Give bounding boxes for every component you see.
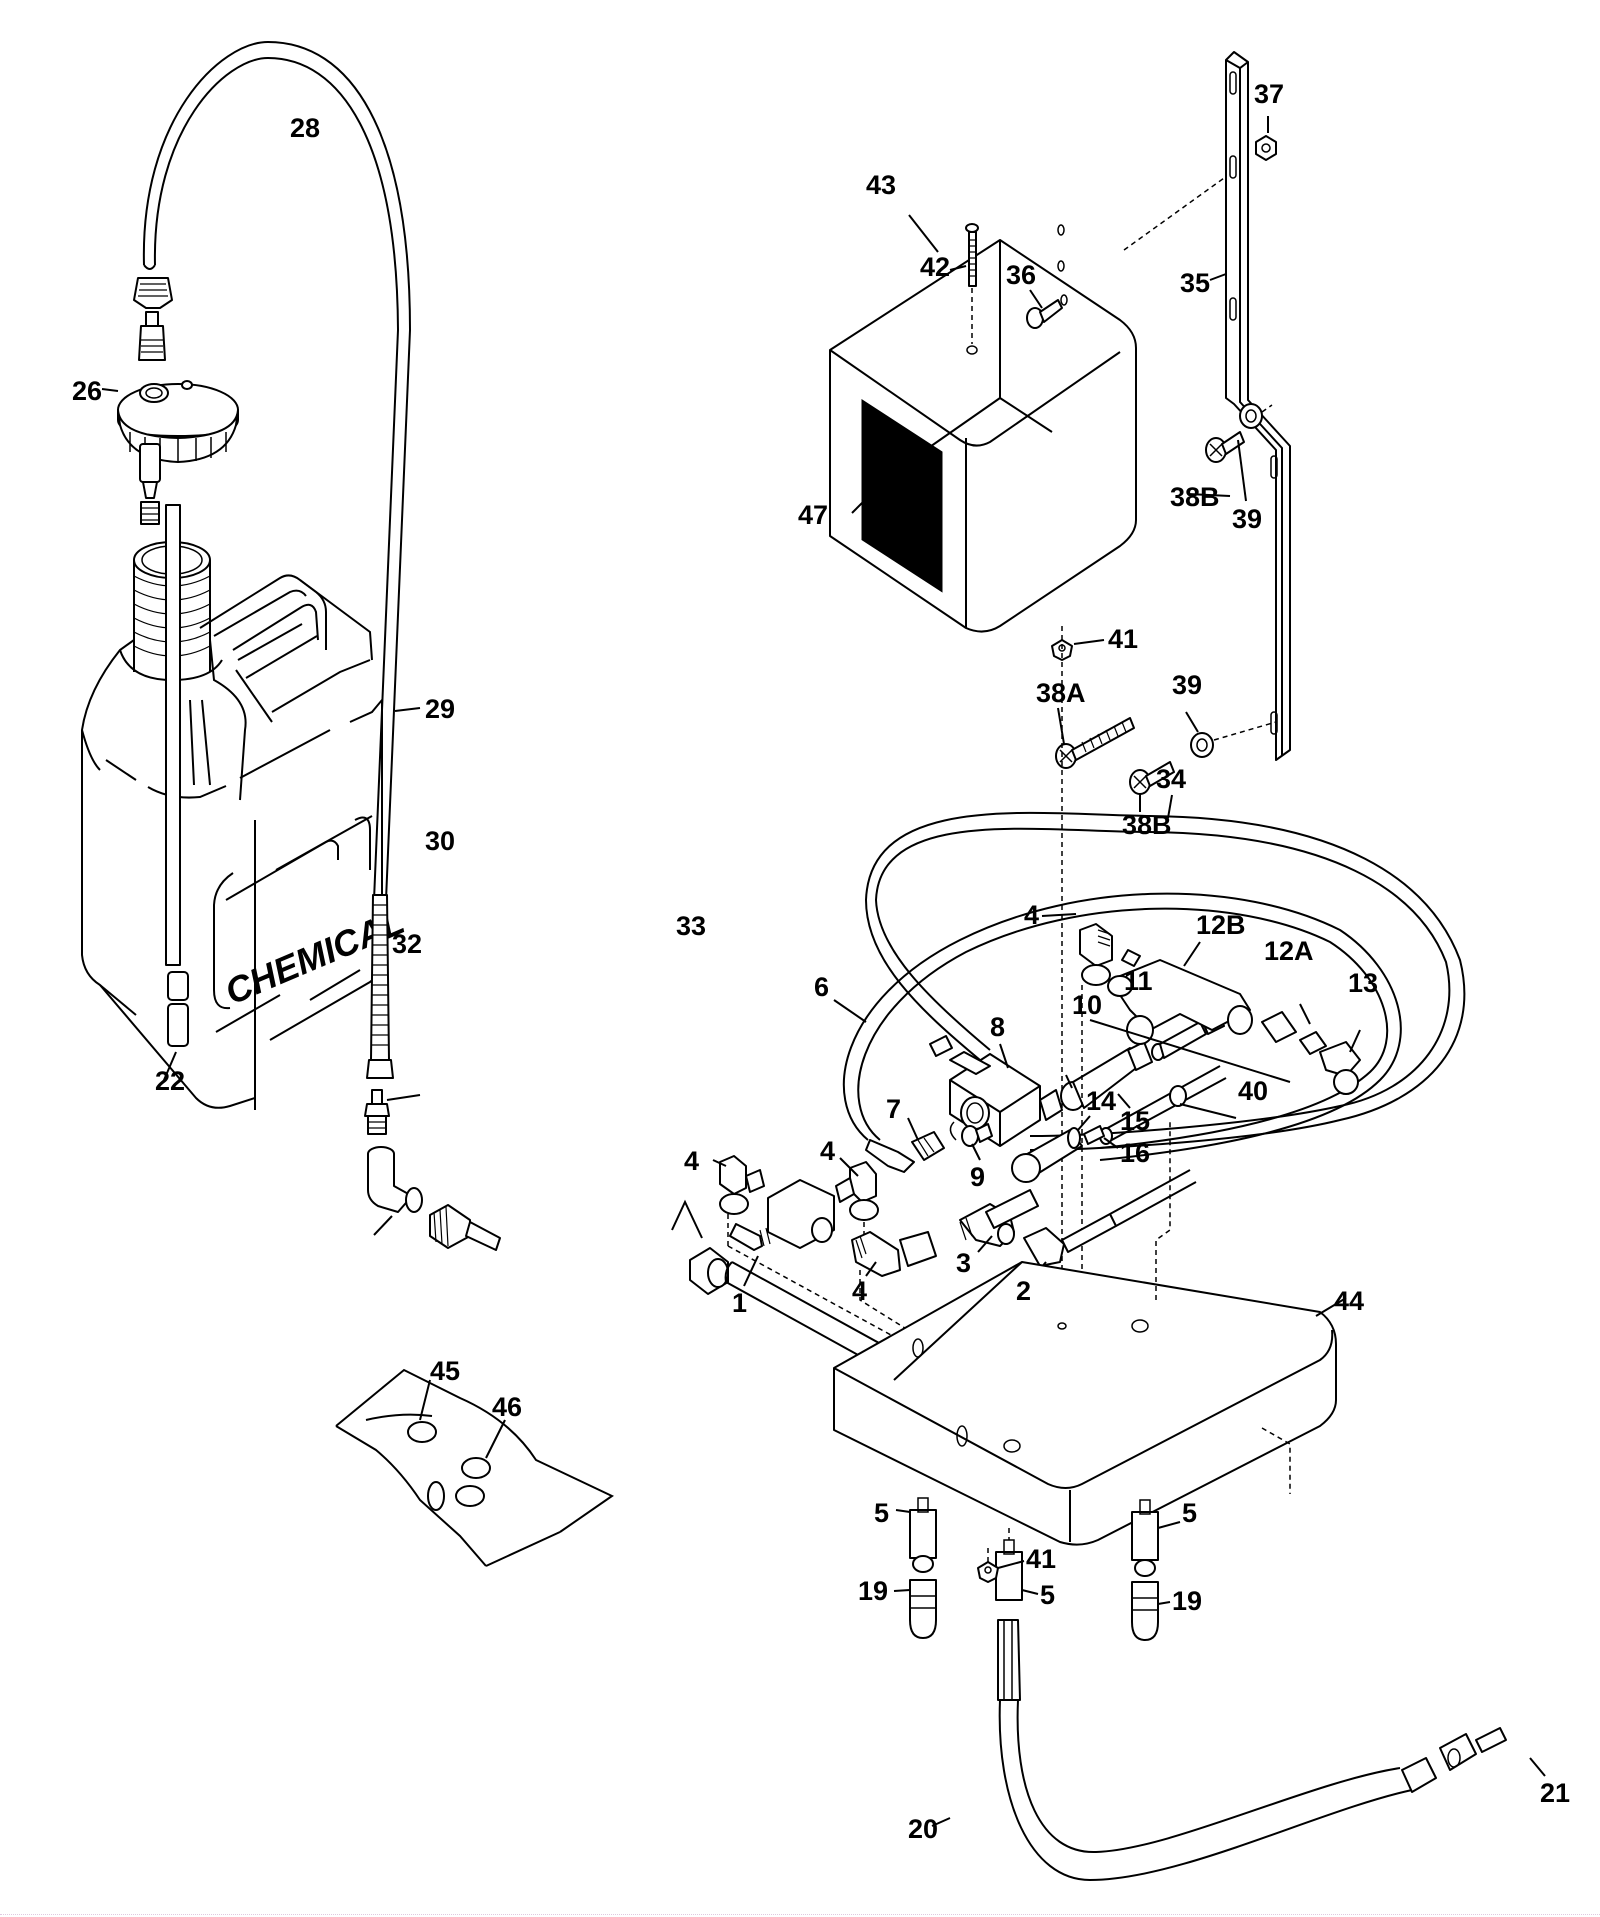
callout-40: 40 xyxy=(1238,1076,1268,1106)
callout-41-upper: 41 xyxy=(1108,624,1138,654)
callout-7: 7 xyxy=(886,1094,901,1124)
part-29-hose-end xyxy=(366,707,421,1079)
part-33-fittings xyxy=(429,1199,729,1295)
callout-15: 15 xyxy=(1120,1106,1150,1136)
box-bracket-guide xyxy=(1123,167,1239,251)
part-6-loop xyxy=(842,892,1402,1161)
callout-8: 8 xyxy=(990,1012,1005,1042)
callout-39-upper: 39 xyxy=(1232,504,1262,534)
part-41-nut-lower xyxy=(977,1548,1025,1583)
callout-1: 1 xyxy=(732,1288,747,1318)
callout-4-left: 4 xyxy=(684,1146,699,1176)
callout-12a: 12A xyxy=(1264,936,1314,966)
chemical-jug: CHEMICAL xyxy=(81,504,410,1110)
part-19-coupler-right xyxy=(1131,1559,1171,1641)
part-30-nipple xyxy=(364,1089,421,1135)
callout-45: 45 xyxy=(430,1356,460,1386)
part-15-tube xyxy=(1089,1019,1291,1145)
part-26-cap xyxy=(101,380,239,463)
callout-2: 2 xyxy=(1016,1276,1031,1306)
part-4-elbow-upper xyxy=(1041,913,1113,1330)
part-41-nut-upper xyxy=(1051,639,1105,661)
callout-4-lower: 4 xyxy=(852,1276,867,1306)
part-4-elbow-lower xyxy=(851,1231,1021,1401)
callout-6: 6 xyxy=(814,972,829,1002)
callout-43: 43 xyxy=(866,170,896,200)
callout-37: 37 xyxy=(1254,79,1284,109)
part-44-tray xyxy=(833,1120,1347,1546)
part-36-screw xyxy=(1026,224,1068,329)
callout-5-right: 5 xyxy=(1182,1498,1197,1528)
callout-21: 21 xyxy=(1540,1778,1570,1808)
part-8-manifold xyxy=(929,1035,1063,1147)
callout-42: 42 xyxy=(920,252,950,282)
callout-10: 10 xyxy=(1072,990,1102,1020)
part-19-coupler-left xyxy=(893,1555,937,1639)
part-40-clip xyxy=(1169,1085,1187,1107)
part-20-hose xyxy=(931,1619,1413,1882)
part-32-elbow xyxy=(367,1146,423,1236)
part-47-decal xyxy=(861,398,943,593)
callout-38a: 38A xyxy=(1036,678,1086,708)
part-5-standoff-left xyxy=(895,1497,937,1559)
part-16-pin xyxy=(1083,1125,1119,1149)
callout-4-upper: 4 xyxy=(1024,900,1039,930)
callout-46: 46 xyxy=(492,1392,522,1422)
callout-5-center: 5 xyxy=(1040,1580,1055,1610)
part-28-hose xyxy=(142,40,412,901)
part-38-lower-screws xyxy=(1055,707,1277,812)
part-21-plug xyxy=(1401,1727,1546,1793)
callout-16: 16 xyxy=(1120,1138,1150,1168)
callout-44: 44 xyxy=(1334,1286,1364,1316)
part-12b-tee xyxy=(1107,941,1253,1045)
callout-33: 33 xyxy=(676,911,706,941)
part-7-elbow xyxy=(865,1117,945,1173)
part-34-tube xyxy=(865,794,1466,1151)
part-4-elbow-left xyxy=(712,1155,1011,1401)
callout-9: 9 xyxy=(970,1162,985,1192)
callout-41-lower: 41 xyxy=(1026,1544,1056,1574)
part-42-screw xyxy=(949,223,979,355)
part-10-coupler xyxy=(1060,1041,1153,1111)
callout-29: 29 xyxy=(425,694,455,724)
callout-26: 26 xyxy=(72,376,102,406)
callout-13: 13 xyxy=(1348,968,1378,998)
callout-28: 28 xyxy=(290,113,320,143)
callout-38b-upper: 38B xyxy=(1170,482,1220,512)
part-35-bracket xyxy=(1209,51,1291,761)
callout-35: 35 xyxy=(1180,268,1210,298)
callout-32: 32 xyxy=(392,929,422,959)
callout-3: 3 xyxy=(956,1248,971,1278)
callout-36: 36 xyxy=(1006,260,1036,290)
callout-19-right: 19 xyxy=(1172,1586,1202,1616)
callout-19-left: 19 xyxy=(858,1576,888,1606)
callout-14: 14 xyxy=(1086,1086,1116,1116)
callout-22: 22 xyxy=(155,1066,185,1096)
part-14-coupler xyxy=(1011,1115,1091,1183)
callout-11: 11 xyxy=(1124,966,1153,996)
cap-fittings xyxy=(133,277,173,361)
callout-20: 20 xyxy=(908,1814,938,1844)
callout-47: 47 xyxy=(798,500,828,530)
callout-39-lower: 39 xyxy=(1172,670,1202,700)
callout-5-left: 5 xyxy=(874,1498,889,1528)
dip-tube-fittings xyxy=(139,443,161,525)
callout-34: 34 xyxy=(1156,764,1186,794)
part-43-box xyxy=(829,214,1137,633)
part-9-clip xyxy=(949,1121,993,1161)
part-38b-upper-screw xyxy=(1187,403,1273,502)
part-37-nut xyxy=(1255,116,1277,161)
footer-divider xyxy=(0,1914,1600,1915)
callout-4-mid: 4 xyxy=(820,1136,835,1166)
callout-30: 30 xyxy=(425,826,455,856)
parts-bag xyxy=(335,1368,614,1567)
callout-12b: 12B xyxy=(1196,910,1246,940)
part-1-valve xyxy=(729,1179,835,1287)
part-3-tee xyxy=(959,1189,1039,1253)
part-5-standoff-right xyxy=(1131,1499,1181,1561)
part-12a-13-fittings xyxy=(1261,1003,1361,1095)
callout-labels: 28 26 29 30 32 33 22 6 43 42 36 47 37 35… xyxy=(72,79,1570,1844)
callout-38b-lower: 38B xyxy=(1122,810,1172,840)
